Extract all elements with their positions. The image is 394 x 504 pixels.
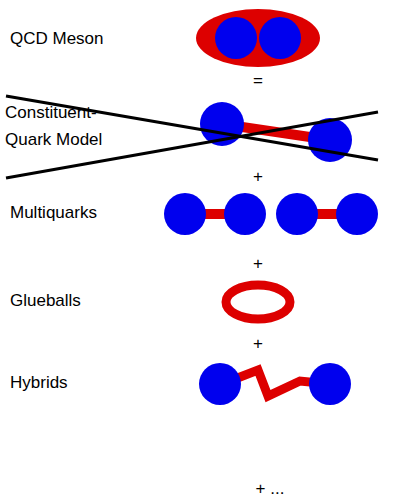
glueball-ring bbox=[226, 285, 290, 319]
quark bbox=[259, 17, 301, 59]
operator-sign: = bbox=[253, 70, 263, 92]
operator-sign: + bbox=[253, 253, 263, 275]
quark bbox=[164, 193, 206, 235]
row-label: Glueballs bbox=[10, 290, 81, 312]
row-label: QCD Meson bbox=[10, 28, 104, 50]
row-label: Hybrids bbox=[10, 372, 68, 394]
operator-sign: + ... bbox=[256, 478, 285, 500]
quark bbox=[224, 193, 266, 235]
operator-sign: + bbox=[253, 333, 263, 355]
row-label: Multiquarks bbox=[10, 202, 97, 224]
quark bbox=[336, 193, 378, 235]
quark bbox=[276, 193, 318, 235]
quark bbox=[215, 17, 257, 59]
cross-line bbox=[6, 96, 378, 160]
quark bbox=[309, 363, 351, 405]
row-label: Constituent-Quark Model bbox=[5, 99, 117, 153]
meson-bag bbox=[196, 9, 320, 67]
quark bbox=[199, 363, 241, 405]
operator-sign: + bbox=[253, 166, 263, 188]
